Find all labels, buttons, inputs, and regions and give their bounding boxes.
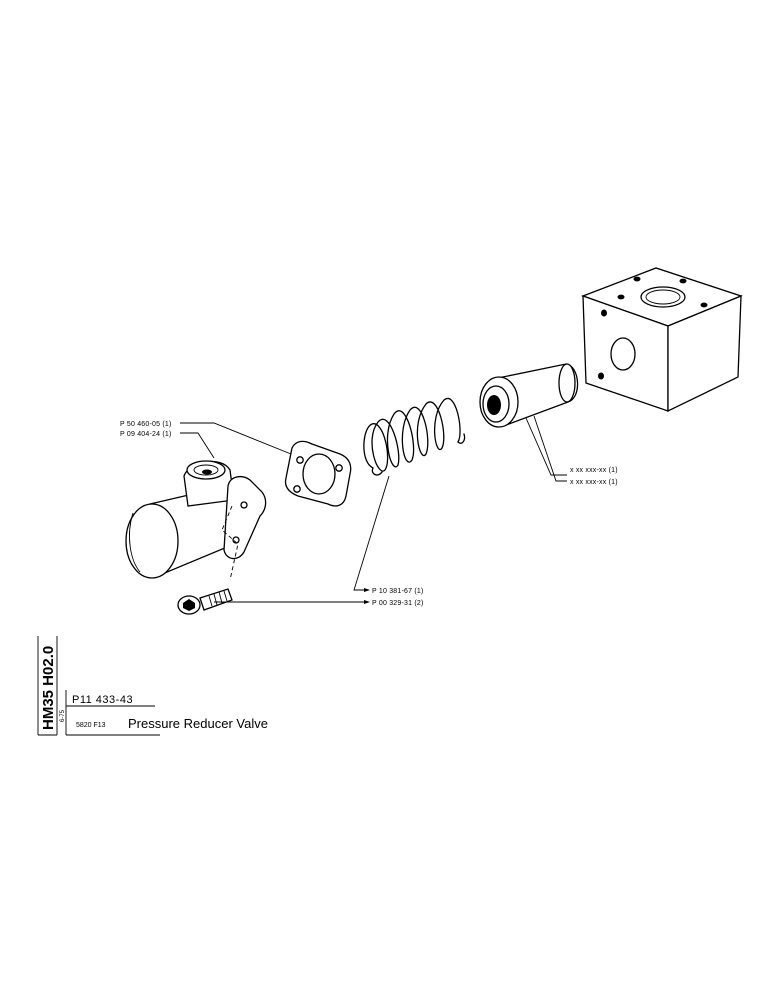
reference-code: 5820 F13 (76, 722, 106, 729)
gasket-flange (284, 440, 352, 507)
valve-housing (125, 460, 267, 581)
screw-part-label: P 00 329-31 (2) (372, 600, 424, 607)
housing-part-label: P 09 404-24 (1) (120, 431, 172, 438)
piston-sleeve (479, 363, 579, 428)
spring-part-label: P 10 381-67 (1) (372, 588, 424, 595)
block-part-label-a: x xx xxx-xx (1) (570, 467, 618, 474)
diagram-title: Pressure Reducer Valve (128, 716, 268, 731)
leader-lines (180, 415, 567, 604)
gasket-part-label: P 50 460-05 (1) (120, 421, 172, 428)
assembly-part-number: P11 433-43 (72, 694, 133, 706)
cap-screw (177, 588, 233, 615)
drawing-date: 6-75 (60, 709, 66, 722)
side-code: HM35 H02.0 (40, 646, 57, 730)
block-part-label-b: x xx xxx-xx (1) (570, 479, 618, 486)
coil-spring (363, 397, 466, 476)
title-block: HM35 H02.0 6-75 P11 433-43 5820 F13 Pres… (37, 636, 268, 736)
valve-block (581, 267, 743, 413)
